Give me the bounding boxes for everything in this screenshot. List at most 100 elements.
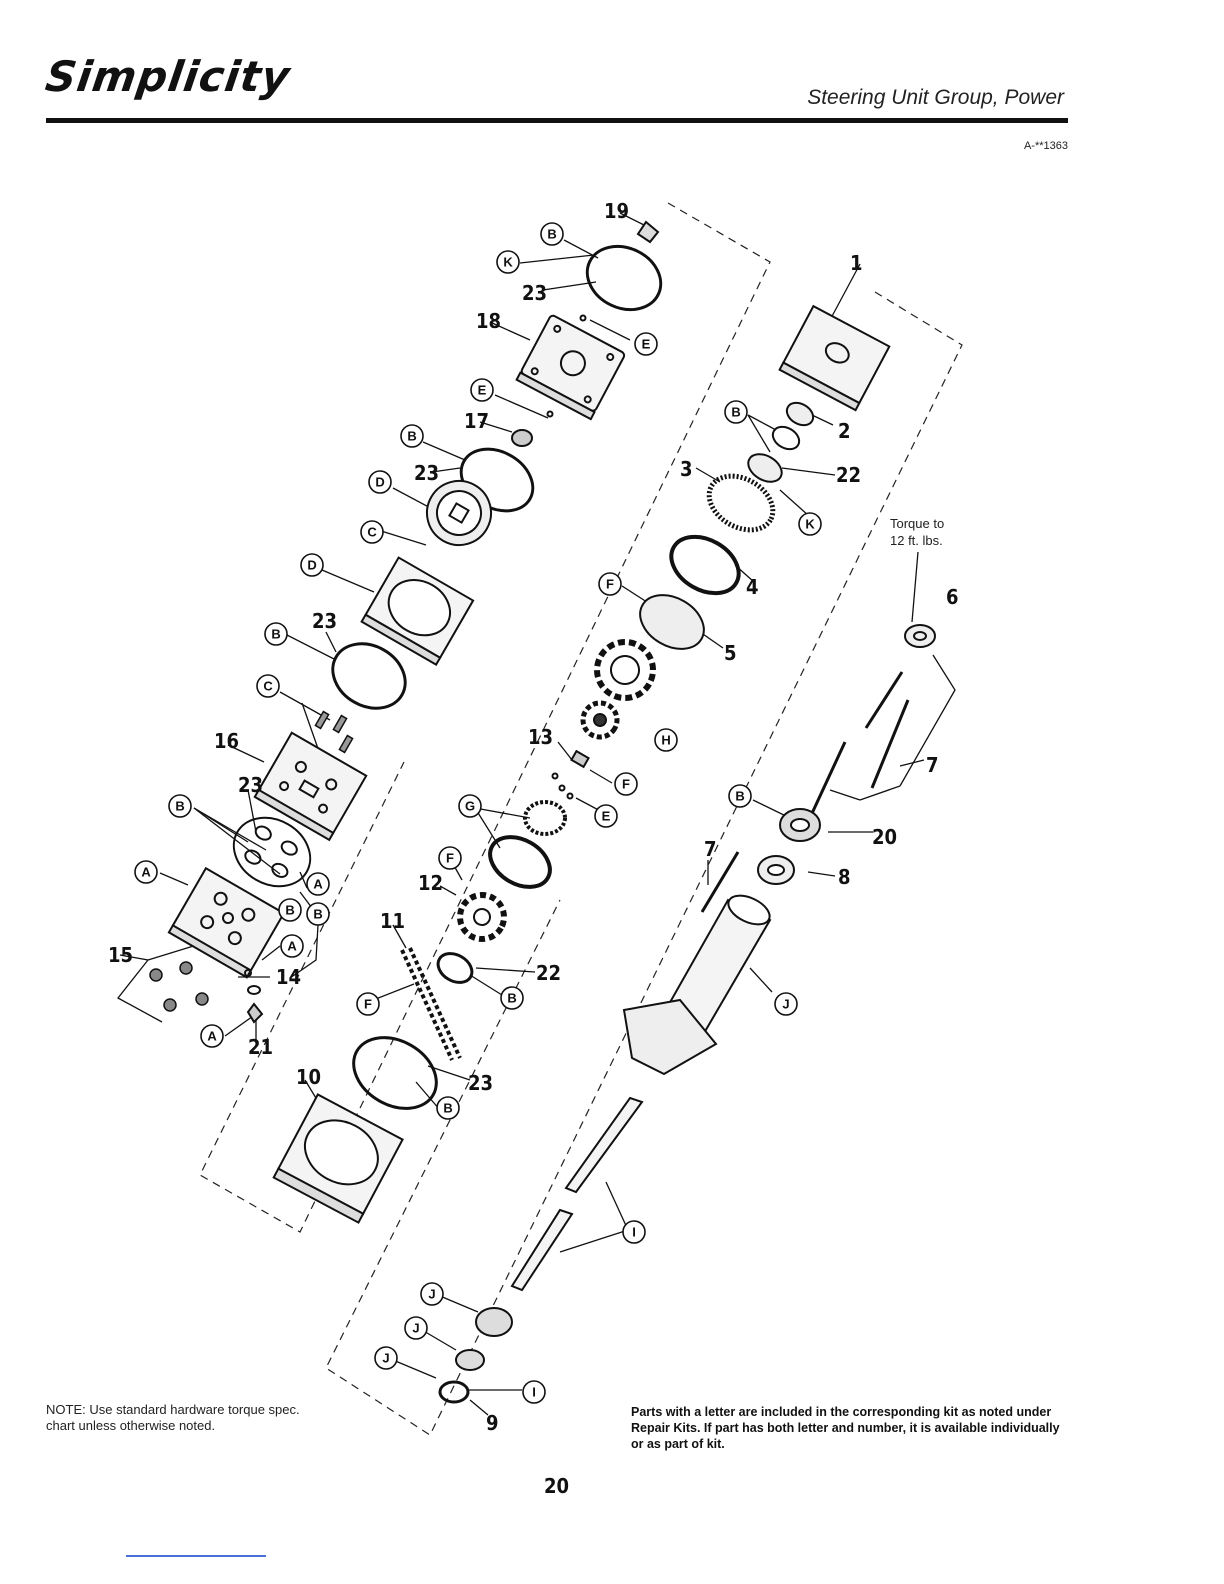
callout-18: 18 <box>476 309 501 333</box>
letter-E: E <box>478 383 487 398</box>
letter-I: I <box>532 1385 536 1400</box>
screw-17 <box>511 429 533 447</box>
o-ring-23-top <box>585 244 663 312</box>
letter-G: G <box>465 799 475 814</box>
ring-G <box>488 835 552 889</box>
callout-21: 21 <box>248 1035 273 1059</box>
parts-left-column <box>149 220 663 1224</box>
letter-B: B <box>285 903 294 918</box>
letter-B: B <box>547 227 556 242</box>
callout-2: 2 <box>838 419 851 443</box>
callout-23-b: 23 <box>414 461 439 485</box>
callout-7-a: 7 <box>926 753 939 777</box>
cover-1 <box>778 304 891 412</box>
letter-B: B <box>735 789 744 804</box>
ring-4 <box>669 534 741 596</box>
callout-22-b: 22 <box>536 961 561 985</box>
callout-14: 14 <box>276 965 301 989</box>
letter-B: B <box>443 1101 452 1116</box>
letter-C: C <box>367 525 377 540</box>
callout-10: 10 <box>296 1065 321 1089</box>
kit-note: Parts with a letter are included in the … <box>631 1405 1060 1451</box>
letter-J: J <box>382 1351 389 1366</box>
letter-J: J <box>412 1321 419 1336</box>
callout-23-c: 23 <box>312 609 337 633</box>
callout-20: 20 <box>872 825 897 849</box>
callout-1: 1 <box>850 251 863 275</box>
spacer-13 <box>570 749 590 769</box>
letter-B: B <box>175 799 184 814</box>
end-cap-18 <box>515 314 626 421</box>
callout-23-a: 23 <box>522 281 547 305</box>
letter-K: K <box>805 517 815 532</box>
letter-J: J <box>428 1287 435 1302</box>
callout-7-b: 7 <box>704 837 717 861</box>
clip-9 <box>438 1380 470 1404</box>
callout-5: 5 <box>724 641 737 665</box>
housing-10 <box>272 1093 404 1224</box>
callout-4: 4 <box>746 575 759 599</box>
section-title: Steering Unit Group, Power <box>807 86 1064 109</box>
gasket-23 <box>232 816 312 888</box>
letter-A: A <box>141 865 151 880</box>
seal-2 <box>785 401 815 427</box>
gerotor-G <box>523 800 567 836</box>
letter-F: F <box>446 851 454 866</box>
commutator-ring <box>426 480 492 546</box>
letter-F: F <box>606 577 614 592</box>
callout-16: 16 <box>214 729 239 753</box>
callout-22-a: 22 <box>836 463 861 487</box>
letter-F: F <box>364 997 372 1012</box>
nuts-15 <box>149 961 209 1012</box>
page-number: 20 <box>544 1474 570 1498</box>
letter-B: B <box>313 907 322 922</box>
washer-22 <box>747 453 783 483</box>
letter-H: H <box>661 733 670 748</box>
letter-A: A <box>313 877 323 892</box>
letter-D: D <box>375 475 384 490</box>
letter-E: E <box>642 337 651 352</box>
rotor-H <box>580 700 620 740</box>
assembly-guide-lines <box>199 202 963 1436</box>
letter-E: E <box>602 809 611 824</box>
column-tube-J <box>622 894 772 1076</box>
letter-F: F <box>622 777 630 792</box>
callout-6: 6 <box>946 585 959 609</box>
callout-3: 3 <box>680 457 693 481</box>
letter-A: A <box>287 939 297 954</box>
hardware-note: NOTE: Use standard hardware torque spec.… <box>46 1402 300 1433</box>
letter-J: J <box>782 997 789 1012</box>
washer-22-lower <box>436 952 474 984</box>
letter-B: B <box>271 627 280 642</box>
callout-23-e: 23 <box>468 1071 493 1095</box>
callout-19: 19 <box>604 199 629 223</box>
torque-note-line2: 12 ft. lbs. <box>890 533 943 548</box>
end-plate-lower <box>167 866 286 979</box>
footer-line <box>126 1555 266 1557</box>
number-callouts: 19 23 18 17 23 23 16 23 15 14 21 10 11 1… <box>108 199 959 1435</box>
letter-D: D <box>307 558 316 573</box>
gear-ring-H <box>594 639 656 701</box>
springs-11 <box>400 947 462 1061</box>
letter-B: B <box>731 405 740 420</box>
callout-11: 11 <box>380 909 405 933</box>
callout-9: 9 <box>486 1411 499 1435</box>
check-ball-21 <box>246 1002 264 1024</box>
bushing-20 <box>779 808 821 842</box>
letter-B: B <box>407 429 416 444</box>
plug-19 <box>636 220 660 244</box>
spool-5 <box>639 594 705 650</box>
callout-23-d: 23 <box>238 773 263 797</box>
letter-callouts: B K E E B D C D B C B A A B B A A F B B … <box>134 222 822 1404</box>
valve-plate-16 <box>253 731 368 842</box>
callout-8: 8 <box>838 865 851 889</box>
letter-C: C <box>263 679 273 694</box>
bushing-8 <box>757 855 795 885</box>
callout-12: 12 <box>418 871 443 895</box>
parts-right-column <box>436 304 936 1404</box>
bearing-J2 <box>455 1349 485 1371</box>
callout-17: 17 <box>464 409 489 433</box>
pins <box>314 710 354 754</box>
nut-6 <box>904 624 936 648</box>
shaft-I <box>510 1096 644 1292</box>
